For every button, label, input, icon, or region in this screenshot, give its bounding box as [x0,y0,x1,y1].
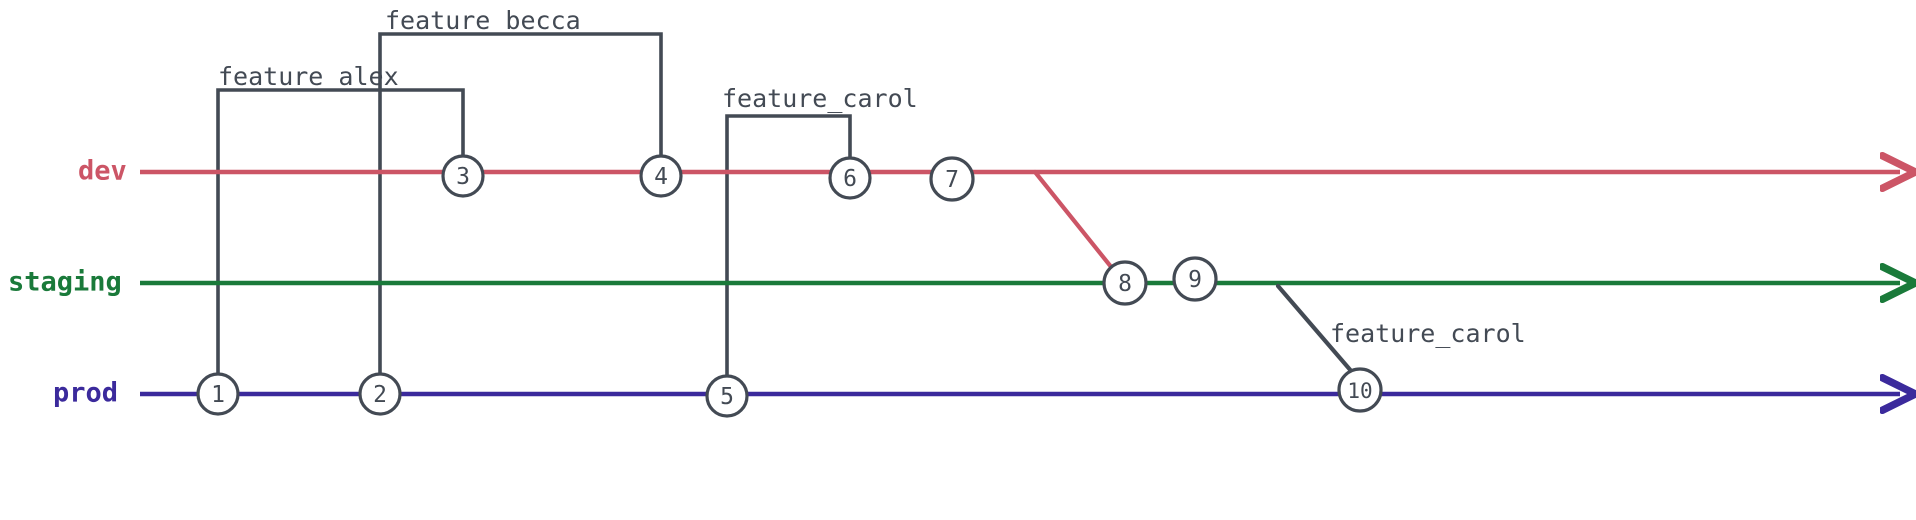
commit-circle [828,156,872,200]
commit-label: 9 [1188,267,1202,293]
merge-line-dev-to-staging [1032,169,1115,271]
commit-circle [639,154,683,198]
feature-branch-label-carol-dev: feature_carol [722,84,918,113]
commit-node-layer: 1 2 3 4 5 6 [196,154,1383,418]
commit-label: 6 [843,166,857,192]
commit-label: 10 [1347,379,1372,403]
commit-label: 3 [456,164,470,190]
commit-circle [705,374,749,418]
commit-label: 1 [211,382,225,408]
commit-circle [1172,256,1218,302]
commit-node-3[interactable]: 3 [441,154,485,198]
commit-node-1[interactable]: 1 [196,372,240,416]
lane-layer [140,172,1900,394]
feature-branch-layer [216,32,852,396]
lane-label-dev: dev [78,156,127,187]
commit-circle [1337,367,1383,413]
commit-circle [196,372,240,416]
feature-branch-path-carol-dev [725,114,852,396]
commit-circle [1102,260,1148,306]
commit-circle [358,372,402,416]
commit-node-7[interactable]: 7 [929,156,975,202]
lane-label-staging: staging [8,267,122,298]
commit-node-9[interactable]: 9 [1172,256,1218,302]
commit-node-6[interactable]: 6 [828,156,872,200]
feature-branch-label-alex: feature_alex [218,62,399,91]
feature-branch-path-becca [378,32,663,394]
commit-label: 8 [1118,271,1132,297]
feature-branch-label-becca: feature_becca [385,6,581,35]
feature-branch-path-alex [216,88,465,394]
merge-layer [1032,169,1355,375]
lane-label-prod: prod [53,378,118,409]
commit-circle [929,156,975,202]
commit-node-2[interactable]: 2 [358,372,402,416]
commit-label: 2 [373,382,387,408]
commit-label: 7 [945,167,959,193]
commit-node-10[interactable]: 10 [1337,367,1383,413]
commit-label: 5 [720,384,734,410]
commit-label: 4 [654,164,668,190]
commit-circle [441,154,485,198]
commit-node-5[interactable]: 5 [705,374,749,418]
commit-node-8[interactable]: 8 [1102,260,1148,306]
feature-label-layer: feature_alex feature_becca feature_carol… [218,6,1526,348]
commit-node-4[interactable]: 4 [639,154,683,198]
merge-line-staging-to-prod [1275,283,1355,375]
lane-label-layer: dev staging prod [8,156,127,409]
feature-branch-label-carol-prod: feature_carol [1330,319,1526,348]
